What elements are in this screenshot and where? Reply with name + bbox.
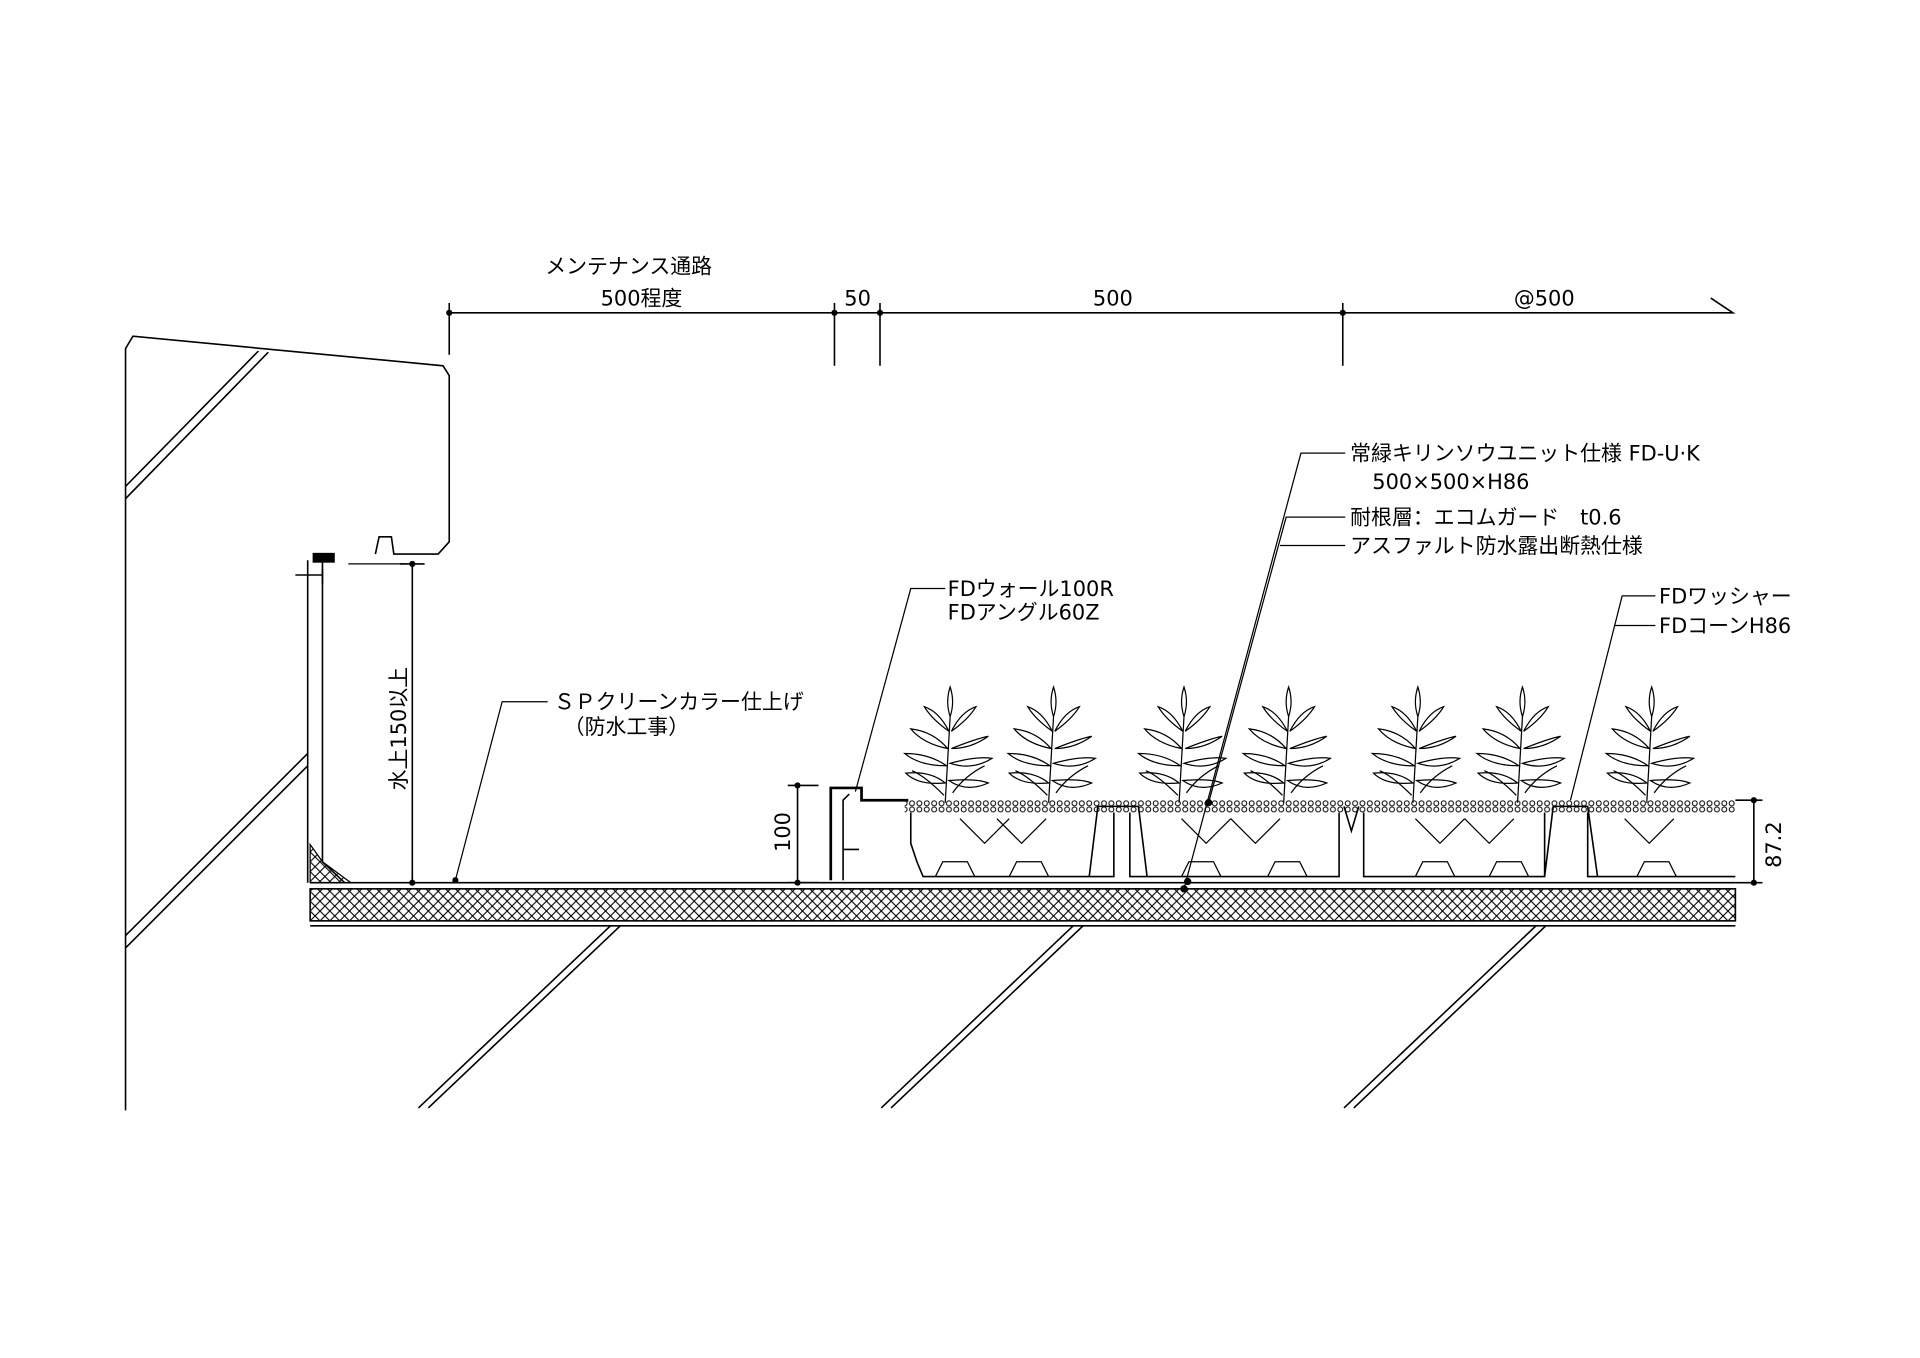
label-finish-note: （防水工事） <box>564 715 689 739</box>
top-dimension: メンテナンス通路 500程度 50 500 @500 <box>446 254 1736 366</box>
plants <box>903 686 1695 804</box>
upstand-dimension: 水上150以上 <box>387 560 425 886</box>
unit-height-dimension: 87.2 <box>1735 797 1786 886</box>
gap-dim: 50 <box>844 286 871 310</box>
wall-height-dim: 100 <box>771 812 795 852</box>
pitch-dim: @500 <box>1514 286 1575 310</box>
label-fd-washer: FDワッシャー <box>1659 584 1792 608</box>
label-waterproofing: アスファルト防水露出断熱仕様 <box>1350 534 1643 558</box>
maintenance-width-dim: 500程度 <box>601 286 683 310</box>
label-unit-spec: 常緑キリンソウユニット仕様 FD-U·K <box>1350 442 1701 466</box>
label-fd-angle: FDアングル60Z <box>948 600 1100 624</box>
leader-washer-cone: FDワッシャー FDコーンH86 <box>1569 584 1792 801</box>
greening-units <box>829 786 1736 881</box>
leader-finish: ＳＰクリーンカラー仕上げ （防水工事） <box>452 690 804 884</box>
unit-width-dim: 500 <box>1093 286 1133 310</box>
unit-height-dim: 87.2 <box>1762 821 1786 868</box>
label-root-barrier: 耐根層：エコムガード t0.6 <box>1350 506 1621 530</box>
label-fd-wall: FDウォール100R <box>948 577 1114 601</box>
roof-slab <box>309 881 1737 1109</box>
label-unit-size: 500×500×H86 <box>1372 470 1529 494</box>
leader-wall: FDウォール100R FDアングル60Z <box>854 577 1114 792</box>
wall-height-dimension: 100 <box>771 782 819 886</box>
leader-unit: 常緑キリンソウユニット仕様 FD-U·K 500×500×H86 耐根層：エコム… <box>1180 442 1701 893</box>
upstand-height-dim: 水上150以上 <box>387 667 411 791</box>
label-fd-cone: FDコーンH86 <box>1659 614 1791 638</box>
maintenance-path-label: メンテナンス通路 <box>545 254 712 278</box>
label-finish: ＳＰクリーンカラー仕上げ <box>554 690 804 714</box>
